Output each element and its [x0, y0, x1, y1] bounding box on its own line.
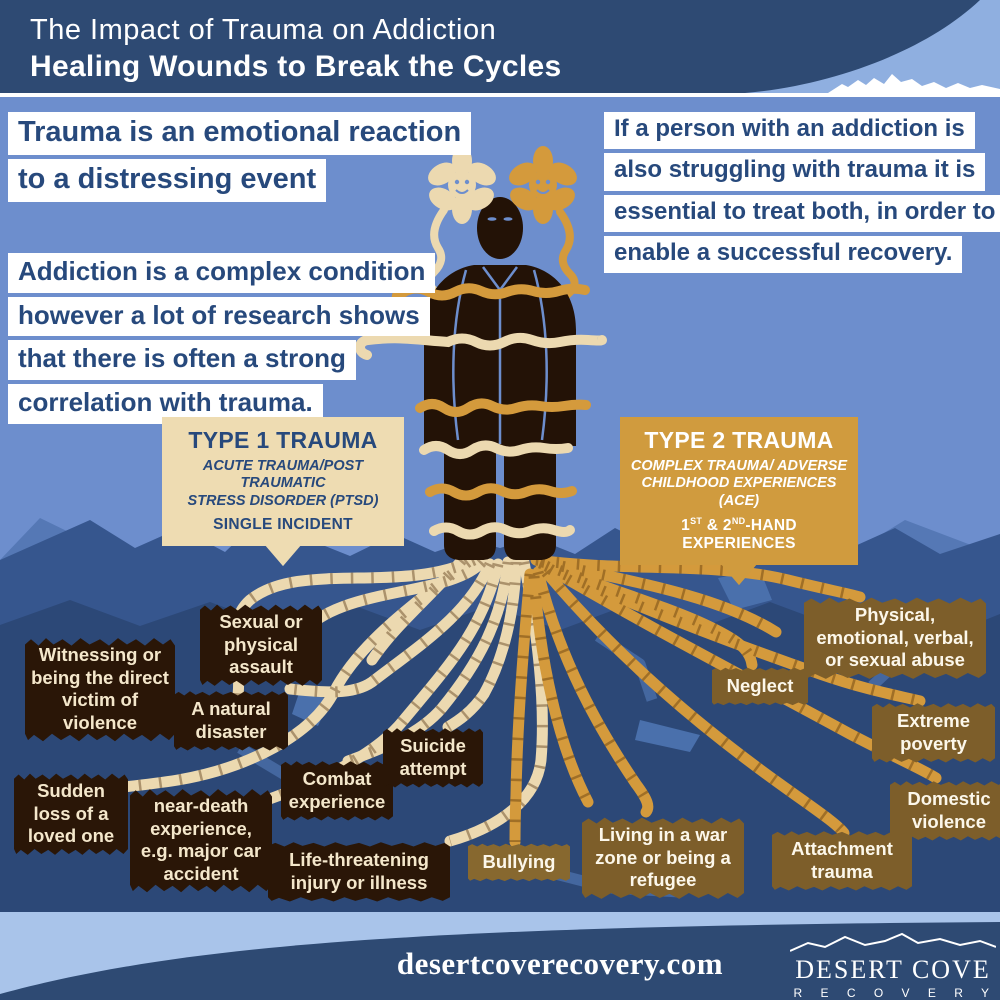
flower-gold-icon [509, 146, 577, 224]
type1-trauma-callout: TYPE 1 TRAUMA ACUTE TRAUMA/POST TRAUMATI… [162, 417, 404, 567]
underground-patch [635, 720, 700, 752]
logo-mountain-icon [789, 932, 997, 952]
infographic-subtitle: Healing Wounds to Break the Cycles [30, 50, 562, 83]
cause-label-abuse: Physical, emotional, verbal, or sexual a… [804, 597, 986, 679]
desert-cove-logo: DESERT COVE R E C O V E R Y [788, 932, 998, 1000]
bound-person-figure [424, 197, 576, 560]
person-eye-right [503, 217, 513, 221]
research-block: Addiction is a complex condition however… [8, 253, 436, 428]
text-line: Trauma is an emotional reaction [8, 112, 472, 156]
cause-label-natural-disaster: A natural disaster [174, 691, 288, 751]
cause-label-combat: Combat experience [281, 761, 393, 821]
cause-label-bullying: Bullying [468, 843, 570, 882]
cause-label-sudden-loss: Sudden loss of a loved one [14, 773, 128, 855]
trauma-definition-block: Trauma is an emotional reaction to a dis… [8, 112, 472, 206]
text-line: Addiction is a complex condition [8, 253, 436, 293]
cause-label-war-zone: Living in a war zone or being a refugee [582, 817, 744, 899]
infographic-title: The Impact of Trauma on Addiction [30, 14, 497, 46]
header-curve-shape [745, 0, 1000, 93]
person-eye-left [487, 217, 497, 221]
cause-label-suicide-attempt: Suicide attempt [383, 728, 483, 788]
type1-subtitle-line1: ACUTE TRAUMA/POST TRAUMATIC [202, 458, 364, 492]
type2-note: 1ST & 2ND-HAND EXPERIENCES [626, 516, 852, 553]
type1-subtitle-line2: STRESS DISORDER (PTSD) [187, 492, 379, 509]
cause-label-sexual-assault: Sexual or physical assault [200, 604, 322, 686]
website-url: desertcoverecovery.com [396, 946, 724, 981]
type2-title: TYPE 2 TRAUMA [644, 427, 834, 453]
type2-note-sup: ST [690, 516, 703, 527]
cause-label-extreme-poverty: Extreme poverty [872, 703, 995, 763]
text-line: however a lot of research shows [8, 296, 430, 337]
treatment-block: If a person with an addiction is also st… [604, 112, 1000, 277]
type2-subtitle-line1: COMPLEX TRAUMA/ ADVERSE [630, 458, 848, 474]
type2-subtitle-line2: CHILDHOOD EXPERIENCES (ACE) [641, 475, 837, 509]
cause-label-attachment-trauma: Attachment trauma [772, 831, 912, 891]
cause-label-domestic-violence: Domestic violence [890, 781, 1000, 841]
header-mountains-icon [828, 74, 1000, 93]
logo-subtitle: R E C O V E R Y [793, 986, 997, 1000]
flower-cream-icon [428, 146, 496, 224]
header-bar [0, 0, 1000, 93]
header-divider [0, 93, 1000, 97]
type2-note-part: & 2 [702, 517, 732, 535]
text-line: enable a successful recovery. [604, 235, 963, 274]
person-head [477, 197, 523, 259]
cause-label-near-death: near-death experience, e.g. major car ac… [130, 789, 272, 893]
logo-name: DESERT COVE [795, 955, 991, 984]
type2-note-part: -HAND EXPERIENCES [682, 517, 797, 553]
cause-label-life-threatening: Life-threatening injury or illness [268, 842, 450, 902]
type1-title: TYPE 1 TRAUMA [188, 427, 378, 453]
text-line: also struggling with trauma it is [604, 153, 986, 191]
text-line: If a person with an addiction is [604, 112, 975, 150]
underground-patch [718, 570, 772, 610]
type1-subtitle: ACUTE TRAUMA/POST TRAUMATIC STRESS DISOR… [168, 458, 398, 510]
type1-note: SINGLE INCIDENT [213, 516, 353, 534]
type2-note-sup: ND [731, 516, 746, 527]
header-corner-art [700, 0, 1000, 93]
cause-label-witnessing-violence: Witnessing or being the direct victim of… [25, 638, 175, 742]
type2-trauma-callout: TYPE 2 TRAUMA COMPLEX TRAUMA/ ADVERSE CH… [620, 417, 858, 586]
type2-note-part: 1 [681, 517, 691, 535]
text-line: to a distressing event [8, 159, 327, 203]
text-line: essential to treat both, in order to [604, 194, 1000, 232]
text-line: that there is often a strong [8, 340, 356, 381]
cause-label-neglect: Neglect [712, 667, 808, 706]
footer-curve-art [0, 922, 1000, 1000]
type2-subtitle: COMPLEX TRAUMA/ ADVERSE CHILDHOOD EXPERI… [626, 458, 852, 510]
